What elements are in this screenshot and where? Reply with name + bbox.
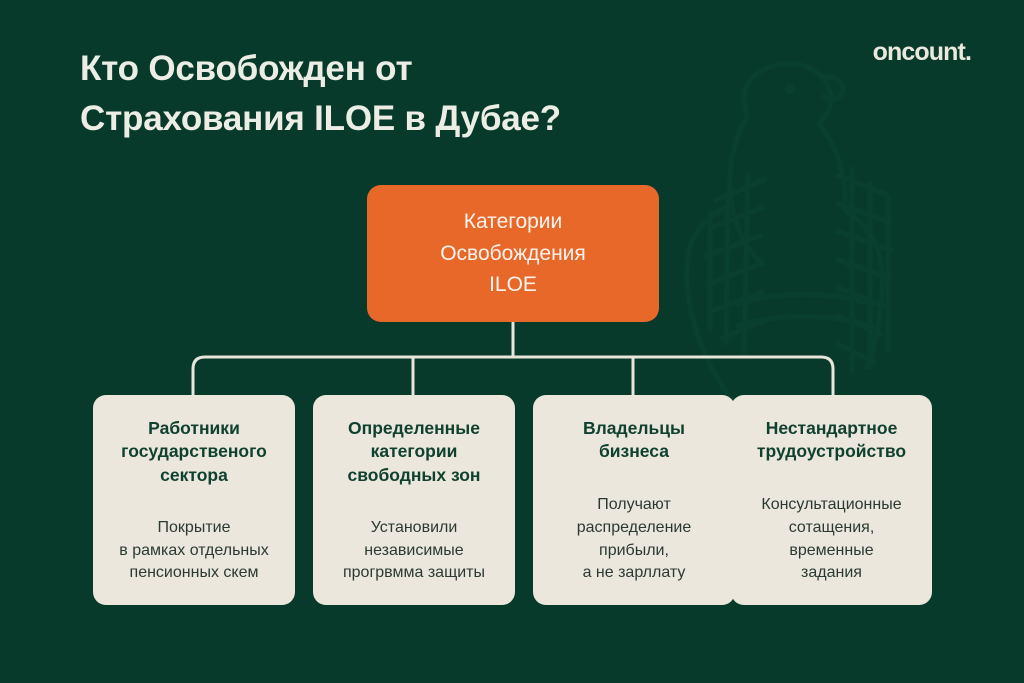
card-title-line: бизнеса [598,441,669,462]
brand-logo: oncount. [872,38,972,66]
card-body-line: Покрытие [157,518,231,536]
category-card-public-sector[interactable]: Работники государственого сектора Покрыт… [93,395,295,605]
card-title-line: свободных зон [347,464,481,485]
card-body-line: пенсионных скем [129,564,259,582]
root-node-line-1: Категории [463,209,563,233]
card-body-line: сотащения, [788,518,875,536]
card-title-line: сектора [160,464,228,485]
card-body-line: временные [789,541,874,559]
card-title-line: категории [370,441,458,462]
category-card-title: Работники государственого сектора [121,417,267,487]
card-title-line: Работники [148,418,240,438]
category-card-body: Покрытие в рамках отдельных пенсионных с… [119,517,269,585]
category-card-free-zones[interactable]: Определенные категории свободных зон Уст… [313,395,515,605]
card-body-line: задания [801,564,862,582]
category-card-title: Определенные категории свободных зон [348,417,481,487]
card-body-line: Установили [370,518,458,536]
card-title-line: Владельцы [583,418,685,438]
card-body-line: Получают [597,496,671,514]
card-body-line: независимые [364,541,464,559]
category-card-title: Владельцы бизнеса [583,417,685,464]
card-title-line: Определенные [348,418,480,438]
root-node-line-2: Освобождения [440,241,586,265]
category-card-body: Установили независимые прогрвмма защиты [343,517,485,585]
card-title-line: государственого [121,441,267,462]
root-node-exemption-categories[interactable]: Категории Освобождения ILOE [367,185,659,322]
category-card-title: Нестандартное трудоустройство [757,417,906,464]
category-card-body: Консультационные сотащения, временные за… [761,494,901,585]
root-node-line-3: ILOE [489,273,537,297]
card-title-line: Нестандартное [765,418,898,438]
connector-bus [191,355,835,396]
card-body-line: прогрвмма защиты [342,564,486,582]
page-title-line-1: Кто Освобожден от [80,49,413,88]
card-title-line: трудоустройство [756,441,907,462]
card-body-line: распределение [576,518,692,536]
category-card-body: Получают распределение прибыли, а не зар… [577,494,692,585]
category-card-business-owners[interactable]: Владельцы бизнеса Получают распределение… [533,395,735,605]
card-body-line: в рамках отдельных [119,541,269,559]
card-body-line: прибыли, [599,541,669,559]
card-body-line: Консультационные [761,496,902,514]
card-body-line: а не зарллату [582,564,686,582]
page-title-line-2: Страхования ILOE в Дубае? [80,98,561,138]
page-title: Кто Освобожден от Страхования ILOE в Дуб… [80,44,720,143]
category-card-non-standard-employment[interactable]: Нестандартное трудоустройство Консультац… [731,395,932,605]
